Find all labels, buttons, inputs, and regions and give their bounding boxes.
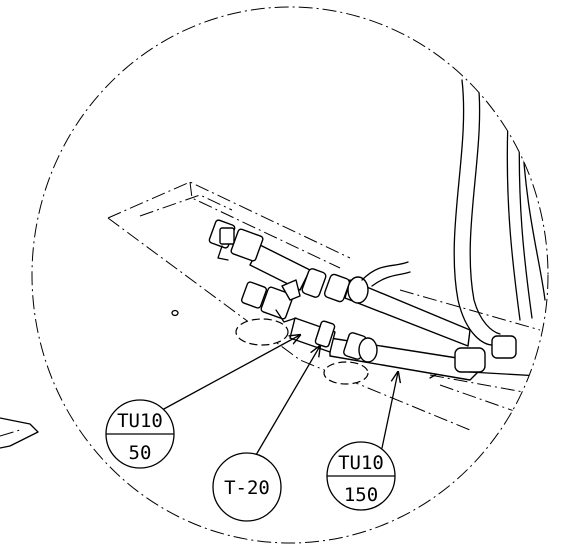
callout-tu10-150-bottom: 150 — [344, 484, 378, 506]
adjacent-part-outline — [0, 417, 39, 449]
detail-circle — [31, 6, 549, 544]
callout-t20-label: T-20 — [224, 477, 270, 499]
callout-tu10-150-top: TU10 — [338, 452, 384, 474]
vertical-tubes — [453, 79, 546, 346]
screw-hole — [171, 309, 179, 317]
callout-t20: T-20 — [212, 452, 282, 522]
opening-lower — [323, 361, 369, 385]
leader-lines — [161, 335, 398, 456]
callout-tu10-50: TU10 50 — [105, 399, 175, 469]
valve-fittings — [208, 219, 301, 323]
opening-upper — [235, 318, 289, 346]
callout-tu10-50-top: TU10 — [117, 410, 163, 432]
callout-tu10-50-bottom: 50 — [129, 442, 152, 464]
upper-tube-assembly — [249, 244, 471, 347]
lower-tube-assembly — [289, 317, 541, 381]
callout-tu10-150: TU10 150 — [326, 441, 396, 511]
